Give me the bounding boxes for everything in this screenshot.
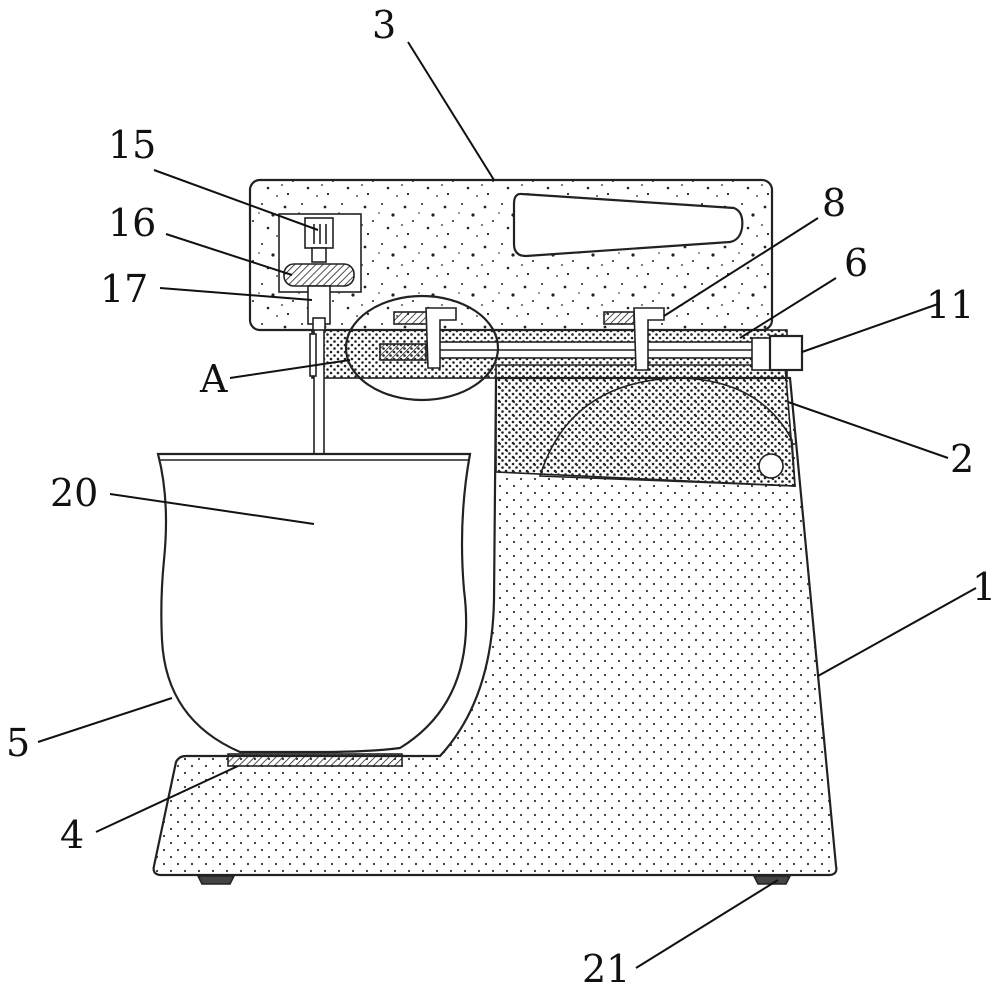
label-6: 6: [844, 241, 868, 285]
spring-8: [603, 311, 635, 325]
motor-15: [304, 217, 334, 249]
label-3: 3: [372, 3, 396, 47]
label-2: 2: [950, 437, 974, 481]
label-15: 15: [108, 123, 156, 167]
label-1: 1: [972, 565, 996, 609]
knob: [758, 453, 784, 479]
label-16: 16: [108, 201, 156, 245]
foot-left: [196, 875, 236, 885]
label-21: 21: [582, 947, 630, 991]
base-body: [152, 376, 838, 877]
label-5: 5: [6, 721, 30, 765]
label-a: A: [199, 357, 228, 401]
handle-collar: [751, 337, 771, 371]
spring-block-lower: [379, 343, 427, 361]
head-window: [512, 192, 744, 258]
label-8: 8: [822, 181, 846, 225]
label-11: 11: [926, 283, 974, 327]
bowl: [156, 452, 472, 754]
foot-right: [752, 875, 792, 885]
handle-knob: [768, 334, 804, 372]
label-17: 17: [100, 267, 148, 311]
latch-left: [425, 307, 457, 369]
spring-block-upper: [393, 311, 429, 325]
latch-right: [633, 307, 665, 371]
label-20: 20: [50, 471, 98, 515]
detail-circle-a: [344, 294, 500, 402]
bowl-pad: [227, 753, 403, 767]
label-4: 4: [60, 813, 84, 857]
gear-16: [283, 263, 355, 287]
